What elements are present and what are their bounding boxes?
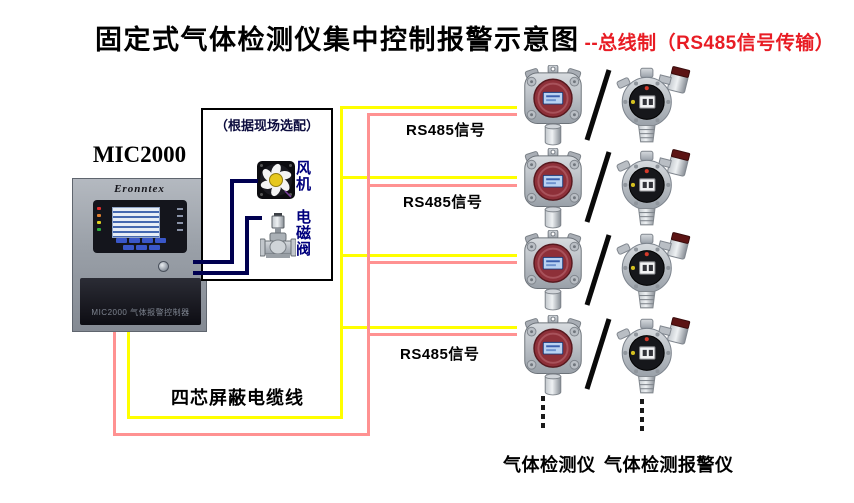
ellipsis-alarms: [640, 399, 644, 431]
controller-nameplate: MIC2000 气体报警控制器: [91, 308, 190, 317]
valve-wire-v: [245, 216, 249, 275]
controller-model-label: MIC2000: [92, 142, 187, 167]
title-main: 固定式气体检测仪集中控制报警示意图: [95, 25, 580, 55]
yellow-led: [97, 221, 101, 224]
panel-key: [142, 238, 153, 243]
yellow-branch-2: [340, 176, 517, 179]
fan-label: 风机: [294, 160, 311, 192]
rs485-label-2: RS485信号: [403, 194, 483, 211]
detector-legend-label: 气体检测仪: [503, 455, 596, 475]
dot: [640, 417, 644, 422]
fan-wire-h1: [193, 260, 234, 264]
dot: [640, 426, 644, 431]
dot: [541, 423, 545, 428]
dot: [541, 405, 545, 410]
gas-detector-image-2: [516, 148, 590, 230]
pink-branch-1: [367, 113, 517, 116]
panel-mark: [177, 229, 183, 231]
controller-lcd-screen: [112, 207, 160, 238]
controller-cabinet-image: Eronntex: [72, 178, 207, 332]
pink-branch-4: [367, 333, 517, 336]
cabinet-lower-door: MIC2000 气体报警控制器: [80, 278, 201, 325]
yellow-bus-riser: [340, 106, 343, 419]
valve-wire-h1: [193, 271, 249, 275]
panel-key: [122, 245, 134, 250]
panel-key: [155, 238, 166, 243]
panel-mark: [177, 215, 183, 217]
rs485-label-3: RS485信号: [400, 346, 480, 363]
fan-wire-v: [230, 179, 234, 264]
red-led: [97, 207, 101, 210]
shielded-cable-label: 四芯屏蔽电缆线: [171, 388, 304, 408]
ellipsis-detectors: [541, 396, 545, 428]
solenoid-valve-label: 电磁阀: [294, 209, 311, 257]
solenoid-valve-image: [260, 213, 296, 261]
controller-front-panel: [93, 200, 187, 253]
pink-bus-stub: [113, 332, 116, 436]
fan-wire-h2: [230, 179, 258, 183]
pink-branch-3: [367, 261, 517, 264]
dot: [541, 396, 545, 401]
gas-detector-image-3: [516, 230, 590, 312]
yellow-branch-4: [340, 326, 517, 329]
fan-image: [257, 161, 295, 199]
panel-right-marks: [177, 208, 183, 231]
alarm-detector-image-3: [611, 230, 703, 310]
green-led: [97, 228, 101, 231]
yellow-branch-1: [340, 106, 517, 109]
slash-separator-3: [584, 233, 612, 307]
gas-detector-image-4: [516, 315, 590, 397]
dot: [640, 399, 644, 404]
panel-key: [116, 238, 127, 243]
panel-keypad: [113, 238, 169, 250]
panel-key: [135, 245, 147, 250]
dot: [541, 414, 545, 419]
cabinet-lock: [158, 261, 169, 272]
dot: [640, 408, 644, 413]
alarm-detector-image-4: [611, 315, 703, 395]
status-led-column: [97, 207, 101, 231]
title-suffix: --总线制（RS485信号传输）: [584, 33, 835, 54]
panel-key: [148, 245, 160, 250]
panel-key: [129, 238, 140, 243]
slash-separator-2: [584, 150, 612, 224]
pink-branch-2: [367, 184, 517, 187]
panel-mark: [177, 222, 183, 224]
pink-bus-riser: [367, 113, 370, 436]
rs485-label-1: RS485信号: [406, 122, 486, 139]
alarm-detector-image-2: [611, 147, 703, 227]
pink-bus-bottom: [113, 433, 370, 436]
page-title: 固定式气体检测仪集中控制报警示意图 --总线制（RS485信号传输）: [95, 18, 834, 57]
alarm-detector-image-1: [611, 64, 703, 144]
alarm-legend-label: 气体检测报警仪: [604, 455, 734, 475]
controller-brand: Eronntex: [114, 183, 165, 195]
panel-mark: [177, 208, 183, 210]
yellow-bus-stub: [127, 332, 130, 419]
orange-led: [97, 214, 101, 217]
valve-wire-h2: [245, 216, 262, 220]
optional-equipment-box: （根据现场选配） 风机 电磁阀: [201, 108, 333, 281]
yellow-branch-3: [340, 254, 517, 257]
slash-separator-1: [584, 68, 612, 142]
gas-detector-image-1: [516, 65, 590, 147]
slash-separator-4: [584, 317, 612, 391]
optional-box-title: （根据现场选配）: [214, 118, 319, 133]
yellow-bus-bottom: [127, 416, 343, 419]
